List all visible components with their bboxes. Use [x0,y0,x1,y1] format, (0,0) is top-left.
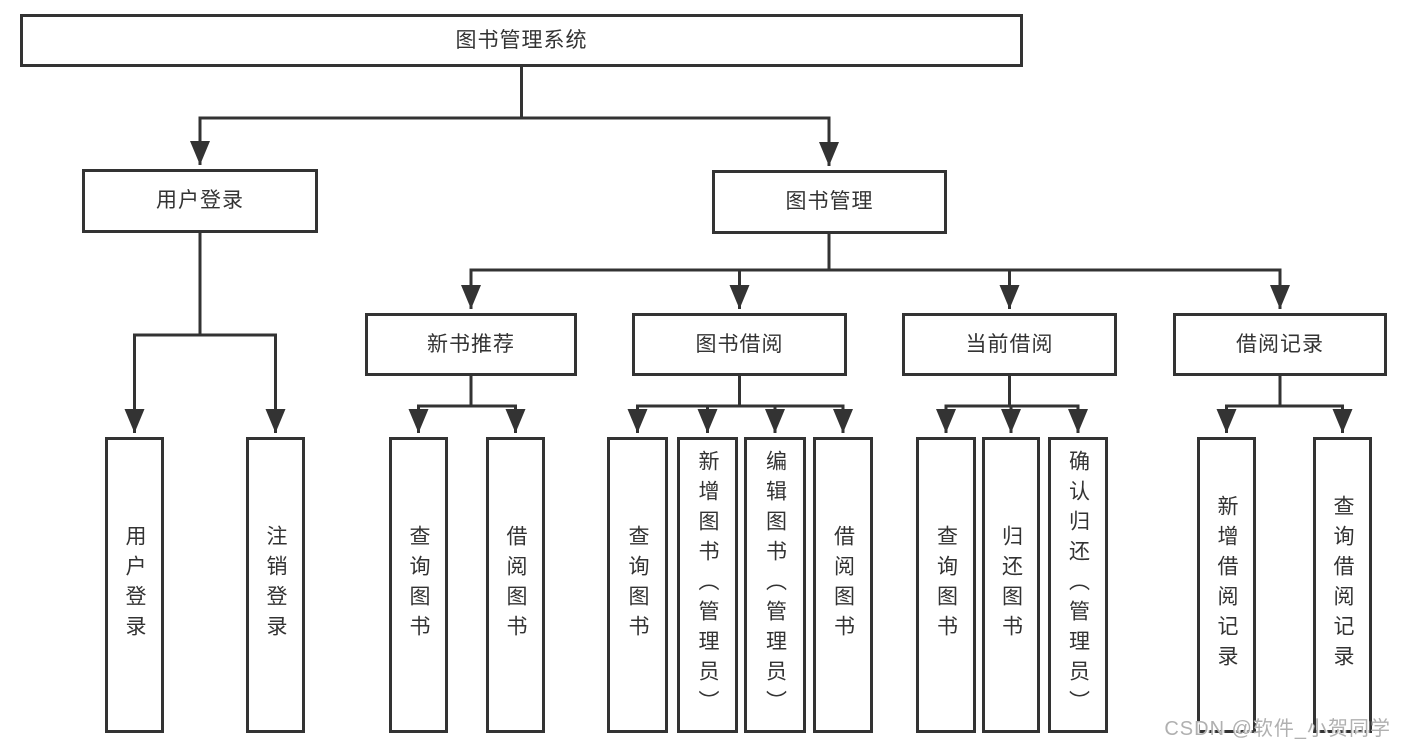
node-leaf-user-login: 用户登录 [105,437,164,733]
node-leaf-add-books-admin: 新增图书（管理员） [677,437,738,733]
connector-elbows [133,65,1344,408]
node-book-management: 图书管理 [712,170,947,234]
node-leaf-query-books-borrow: 查询图书 [607,437,668,733]
node-root: 图书管理系统 [20,14,1023,67]
node-borrowing-records: 借阅记录 [1173,313,1387,376]
node-leaf-borrow-books: 借阅图书 [813,437,873,733]
watermark: CSDN @软件_小贺同学 [1164,718,1391,740]
connector-arrows [124,118,1353,433]
node-leaf-logout: 注销登录 [246,437,305,733]
node-leaf-return-books: 归还图书 [982,437,1040,733]
node-book-borrowing: 图书借阅 [632,313,847,376]
node-leaf-query-books-rec: 查询图书 [389,437,448,733]
node-user-login: 用户登录 [82,169,318,233]
node-leaf-query-books-current: 查询图书 [916,437,976,733]
node-leaf-borrow-books-rec: 借阅图书 [486,437,545,733]
node-leaf-query-borrow-record: 查询借阅记录 [1313,437,1372,733]
node-new-book-recommendation: 新书推荐 [365,313,577,376]
node-current-borrowing: 当前借阅 [902,313,1117,376]
node-leaf-edit-books-admin: 编辑图书（管理员） [744,437,806,733]
node-leaf-confirm-return-admin: 确认归还（管理员） [1048,437,1108,733]
node-leaf-add-borrow-record: 新增借阅记录 [1197,437,1256,733]
